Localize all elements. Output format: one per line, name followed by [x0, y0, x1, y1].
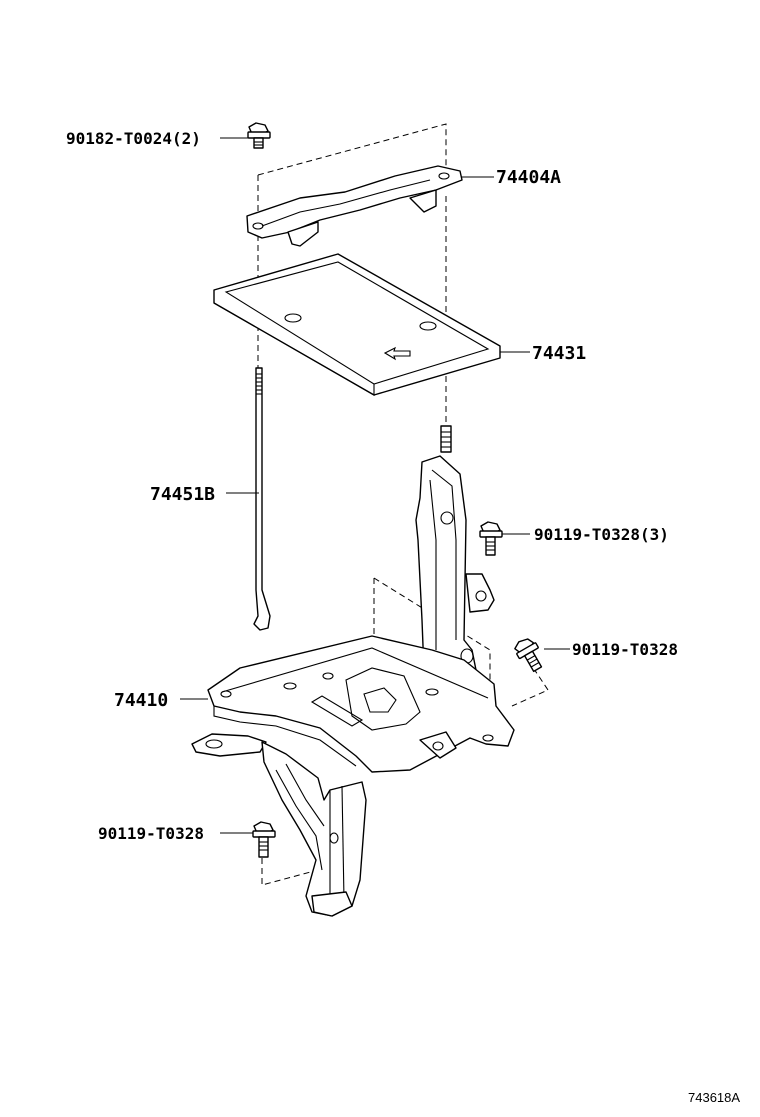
hook-rod-74451B-icon: [253, 367, 271, 631]
bolt-90119-upper-icon: [479, 521, 503, 556]
bolt-90119-bottom-icon: [252, 821, 276, 858]
upright-bracket-icon: [415, 455, 495, 691]
bolt-90182-icon: [247, 122, 271, 149]
part-label-90119-right: 90119-T0328: [572, 640, 678, 659]
illustration-code: 743618A: [688, 1090, 740, 1105]
part-label-74404A: 74404A: [496, 167, 561, 188]
leader-lines: [180, 137, 570, 834]
stud-icon: [440, 425, 452, 453]
part-label-90119-upper: 90119-T0328(3): [534, 525, 669, 544]
battery-carrier-74410-icon: [191, 635, 515, 917]
part-label-90119-bottom: 90119-T0328: [98, 824, 204, 843]
battery-clamp-74404A-icon: [246, 165, 463, 247]
part-label-74451B: 74451B: [150, 484, 215, 505]
part-label-74431: 74431: [532, 343, 586, 364]
part-label-74410: 74410: [114, 690, 168, 711]
battery-tray-74431-icon: [213, 253, 501, 396]
bolt-90119-right-icon: [514, 638, 543, 673]
part-label-90182: 90182-T0024(2): [66, 129, 201, 148]
